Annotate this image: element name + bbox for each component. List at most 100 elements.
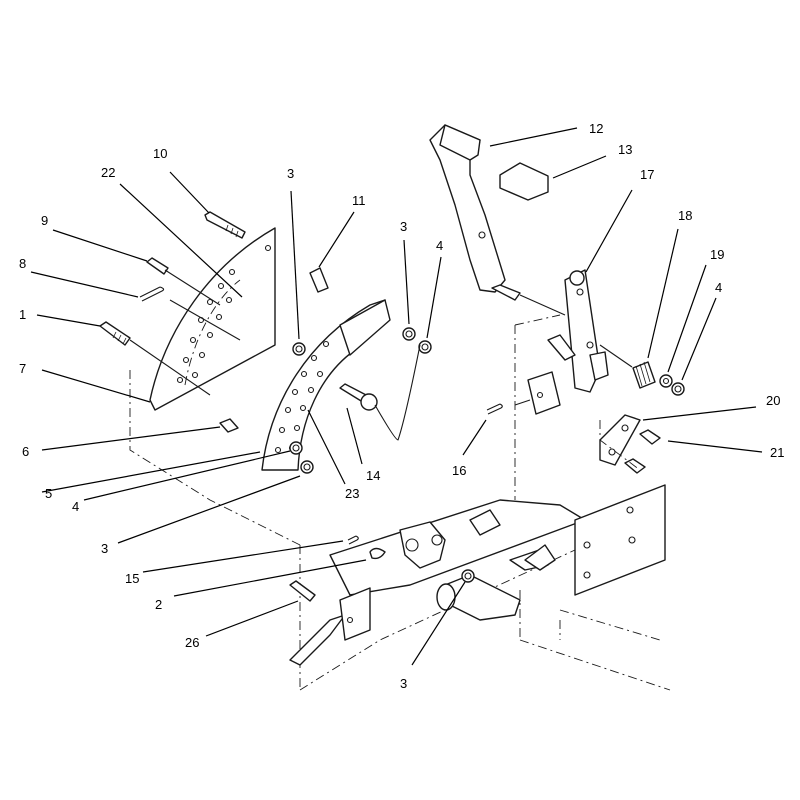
bolt-9 — [146, 257, 169, 275]
left-hardware — [99, 211, 475, 602]
pedal-stud — [491, 284, 521, 301]
nut-3-a-bore — [295, 345, 303, 353]
leader-9 — [52, 229, 148, 262]
link-shaft — [547, 334, 576, 361]
leader-3d — [411, 581, 466, 666]
link-17-hole-mid — [586, 341, 594, 349]
leader-17 — [585, 189, 633, 273]
plate23-hole-g — [322, 340, 330, 348]
leader-7 — [41, 369, 151, 403]
plate23-hole-a — [274, 446, 282, 454]
frame-tab — [469, 509, 501, 536]
callout-5: 5 — [45, 486, 52, 501]
leader-10 — [169, 171, 210, 214]
pivot-hole — [405, 538, 419, 552]
callout-3b: 3 — [400, 219, 407, 234]
callout-22: 22 — [101, 165, 115, 180]
bolt-21-a — [639, 429, 661, 445]
spring-wire — [374, 344, 421, 441]
plate-hole-e — [206, 298, 214, 306]
spacer-11 — [309, 267, 329, 293]
link-17-hole-top — [576, 288, 584, 296]
leader-23 — [307, 409, 346, 485]
callout-3d: 3 — [400, 676, 407, 691]
washer-19-bore — [662, 377, 670, 385]
callout-20: 20 — [766, 393, 780, 408]
support-outline-dashed — [514, 314, 641, 500]
quadrant-plate-right — [261, 299, 391, 471]
bracket-lower-right — [524, 544, 556, 571]
callout-19: 19 — [710, 247, 724, 262]
mount-hole-2 — [583, 571, 591, 579]
bolt-10 — [204, 211, 246, 239]
leader-3b — [403, 239, 410, 325]
bolt-26 — [289, 580, 316, 602]
plate-hole-f — [217, 282, 225, 290]
leader-11 — [318, 211, 355, 268]
callout-10: 10 — [153, 146, 167, 161]
mount-plate — [574, 484, 666, 596]
leader-21 — [667, 440, 763, 453]
callout-26: 26 — [185, 635, 199, 650]
leader-16 — [462, 419, 487, 456]
nut-3-d-bore — [464, 572, 472, 580]
plate-hole-c — [189, 336, 197, 344]
plate-hole-i — [198, 351, 206, 359]
plate-hole-h — [191, 371, 199, 379]
quadrant-plate-7 — [149, 227, 276, 411]
callout-2: 2 — [155, 597, 162, 612]
leader-8 — [30, 271, 139, 298]
clip-2 — [369, 547, 386, 560]
mount-hole-3 — [626, 506, 634, 514]
pedal-top-12 — [439, 124, 481, 161]
leader-1 — [36, 314, 101, 327]
nut-3-c-bore — [303, 463, 311, 471]
plate-hole-g — [228, 268, 236, 276]
callout-13: 13 — [618, 142, 632, 157]
leader-lines — [30, 127, 763, 666]
callout-18: 18 — [678, 208, 692, 223]
callout-1: 1 — [19, 307, 26, 322]
plate23-hole-i — [293, 424, 301, 432]
plate23-hole-j — [299, 404, 307, 412]
plate-slot-dashed — [184, 279, 241, 386]
plate23-hole-f — [310, 354, 318, 362]
callout-23: 23 — [345, 486, 359, 501]
link-20-hole-a — [621, 424, 629, 432]
link-20 — [599, 414, 641, 466]
dash-centerline-left — [129, 269, 241, 396]
callout-21: 21 — [770, 445, 784, 460]
pin-14-head — [360, 393, 378, 411]
callout-4c: 4 — [72, 499, 79, 514]
callout-6: 6 — [22, 444, 29, 459]
plate-hole-j — [206, 331, 214, 339]
leader-18 — [647, 228, 679, 359]
leader-15 — [142, 540, 344, 573]
callout-7: 7 — [19, 361, 26, 376]
plate-hole-l — [225, 296, 233, 304]
mount-hole-4 — [628, 536, 636, 544]
callout-3a: 3 — [287, 166, 294, 181]
plate-hole-k — [215, 313, 223, 321]
plate23-hole-d — [291, 388, 299, 396]
leader-14 — [346, 407, 363, 465]
mount-hole-1 — [583, 541, 591, 549]
nut-4-c-bore — [292, 444, 300, 452]
callout-4b: 4 — [715, 280, 722, 295]
link-plate-16 — [527, 371, 561, 415]
cotter-pin-15 — [347, 535, 359, 545]
leader-3c — [117, 475, 301, 544]
link-plate-16-hole — [536, 391, 544, 399]
plate-23-flange — [339, 299, 391, 356]
nut-4-a-bore — [421, 343, 429, 351]
frame-assembly — [129, 370, 671, 691]
dash-centerline-right — [514, 294, 633, 406]
leader-4c — [83, 450, 291, 501]
leader-26 — [205, 600, 299, 637]
plate23-hole-c — [284, 406, 292, 414]
leader-20 — [642, 406, 757, 421]
quadrant-plate-left — [149, 227, 276, 411]
pedal-pad-13 — [499, 162, 549, 201]
pedal-arm-hole — [478, 231, 486, 239]
